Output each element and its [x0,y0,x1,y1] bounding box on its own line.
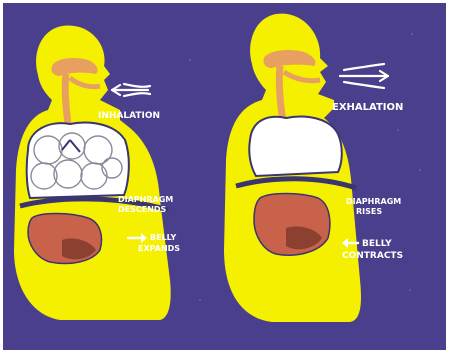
air-in-arrow-icon [112,84,150,96]
right-belly-label-1: BELLY [362,239,392,249]
left-diaphragm-label-2: DESCENDS [118,205,167,214]
right-belly-label-2: CONTRACTS [342,251,403,261]
left-belly-label-1: BELLY [150,233,177,242]
left-diaphragm-label-1: DIAPHRAGM [118,195,173,204]
inhalation-label: INHALATION [98,111,160,121]
exhalation-label: EXHALATION [332,102,403,113]
right-diaphragm-label-1: DIAPHRAGM [346,197,401,206]
right-lungs [249,117,342,176]
right-diaphragm-label-2: RISES [356,207,382,216]
left-belly-label-2: EXPANDS [138,244,180,253]
